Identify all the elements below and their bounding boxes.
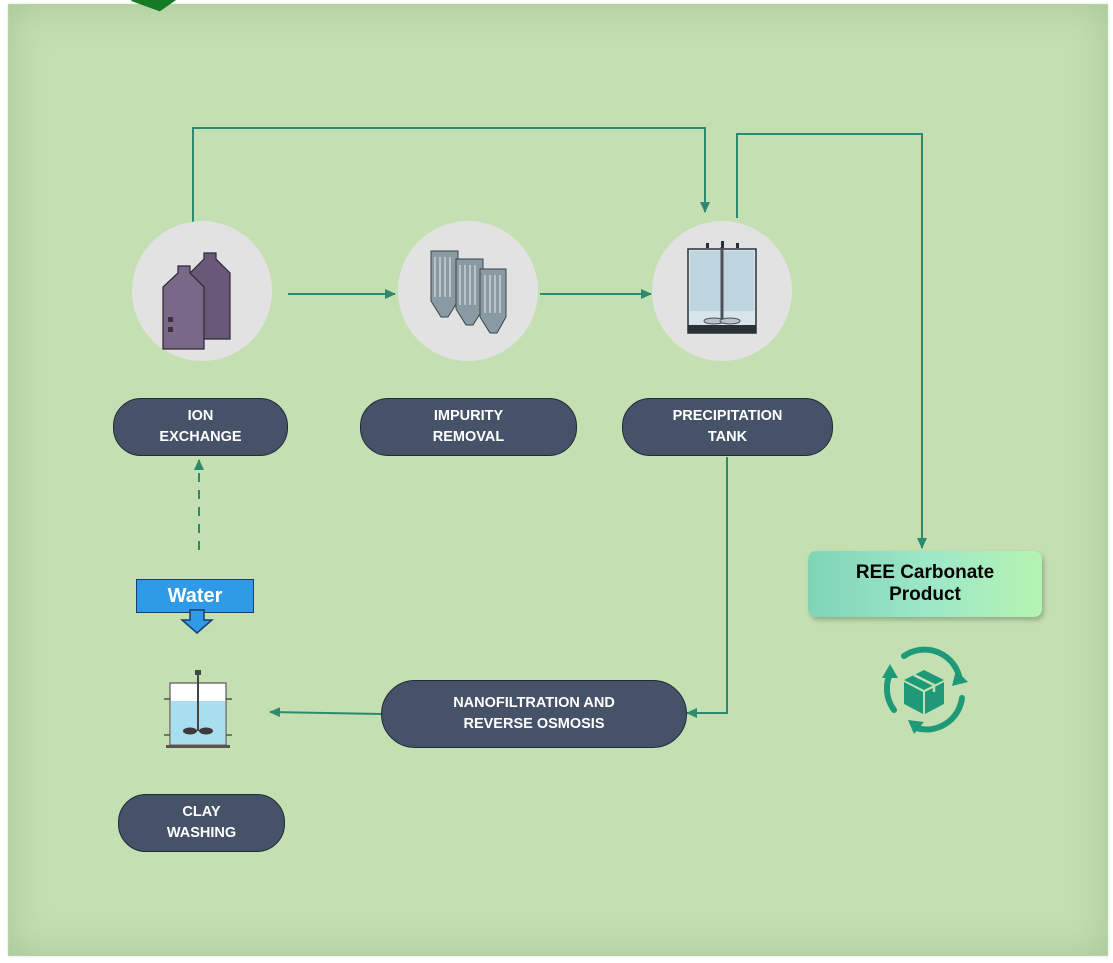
water-input-box: Water (136, 579, 254, 613)
mixing-tank-icon (687, 241, 757, 334)
flow-precipitation-to-nanofiltration (686, 457, 728, 718)
impurity-removal-line-2: REMOVAL (432, 429, 505, 445)
product-line-1: REE Carbonate (855, 562, 995, 583)
ion-exchange-tanks-icon (162, 252, 231, 350)
ion-exchange-label: ION EXCHANGE (113, 398, 288, 456)
water-down-arrow-icon (180, 609, 214, 634)
flow-nanofiltration-to-clay (269, 707, 383, 718)
nanofiltration-line-1: NANOFILTRATION AND (453, 695, 615, 711)
product-line-2: Product (889, 584, 961, 605)
precipitation-tank-circle (652, 221, 792, 361)
ion-exchange-line-1: ION (187, 408, 214, 424)
flow-precipitation-to-product (736, 133, 927, 549)
precipitation-tank-line-1: PRECIPITATION (672, 408, 783, 424)
impurity-removal-label: IMPURITY REMOVAL (360, 398, 577, 456)
ion-exchange-line-2: EXCHANGE (159, 429, 242, 445)
impurity-removal-circle (398, 221, 538, 361)
flow-ion-to-precipitation-top (192, 127, 710, 228)
ree-carbonate-product-box: REE Carbonate Product (808, 551, 1042, 617)
washing-tank-icon (164, 670, 232, 748)
ion-exchange-circle (132, 221, 272, 361)
nanofiltration-label: NANOFILTRATION AND REVERSE OSMOSIS (381, 680, 687, 748)
clay-washing-line-2: WASHING (166, 825, 237, 841)
filter-silos-icon (430, 250, 507, 334)
water-label: Water (167, 584, 223, 607)
precipitation-tank-label: PRECIPITATION TANK (622, 398, 833, 456)
recycle-box-icon (882, 646, 968, 734)
clay-washing-label: CLAY WASHING (118, 794, 285, 852)
impurity-removal-line-1: IMPURITY (433, 408, 504, 424)
clay-washing-line-1: CLAY (182, 804, 221, 820)
nanofiltration-line-2: REVERSE OSMOSIS (463, 716, 605, 732)
precipitation-tank-line-2: TANK (707, 429, 748, 445)
